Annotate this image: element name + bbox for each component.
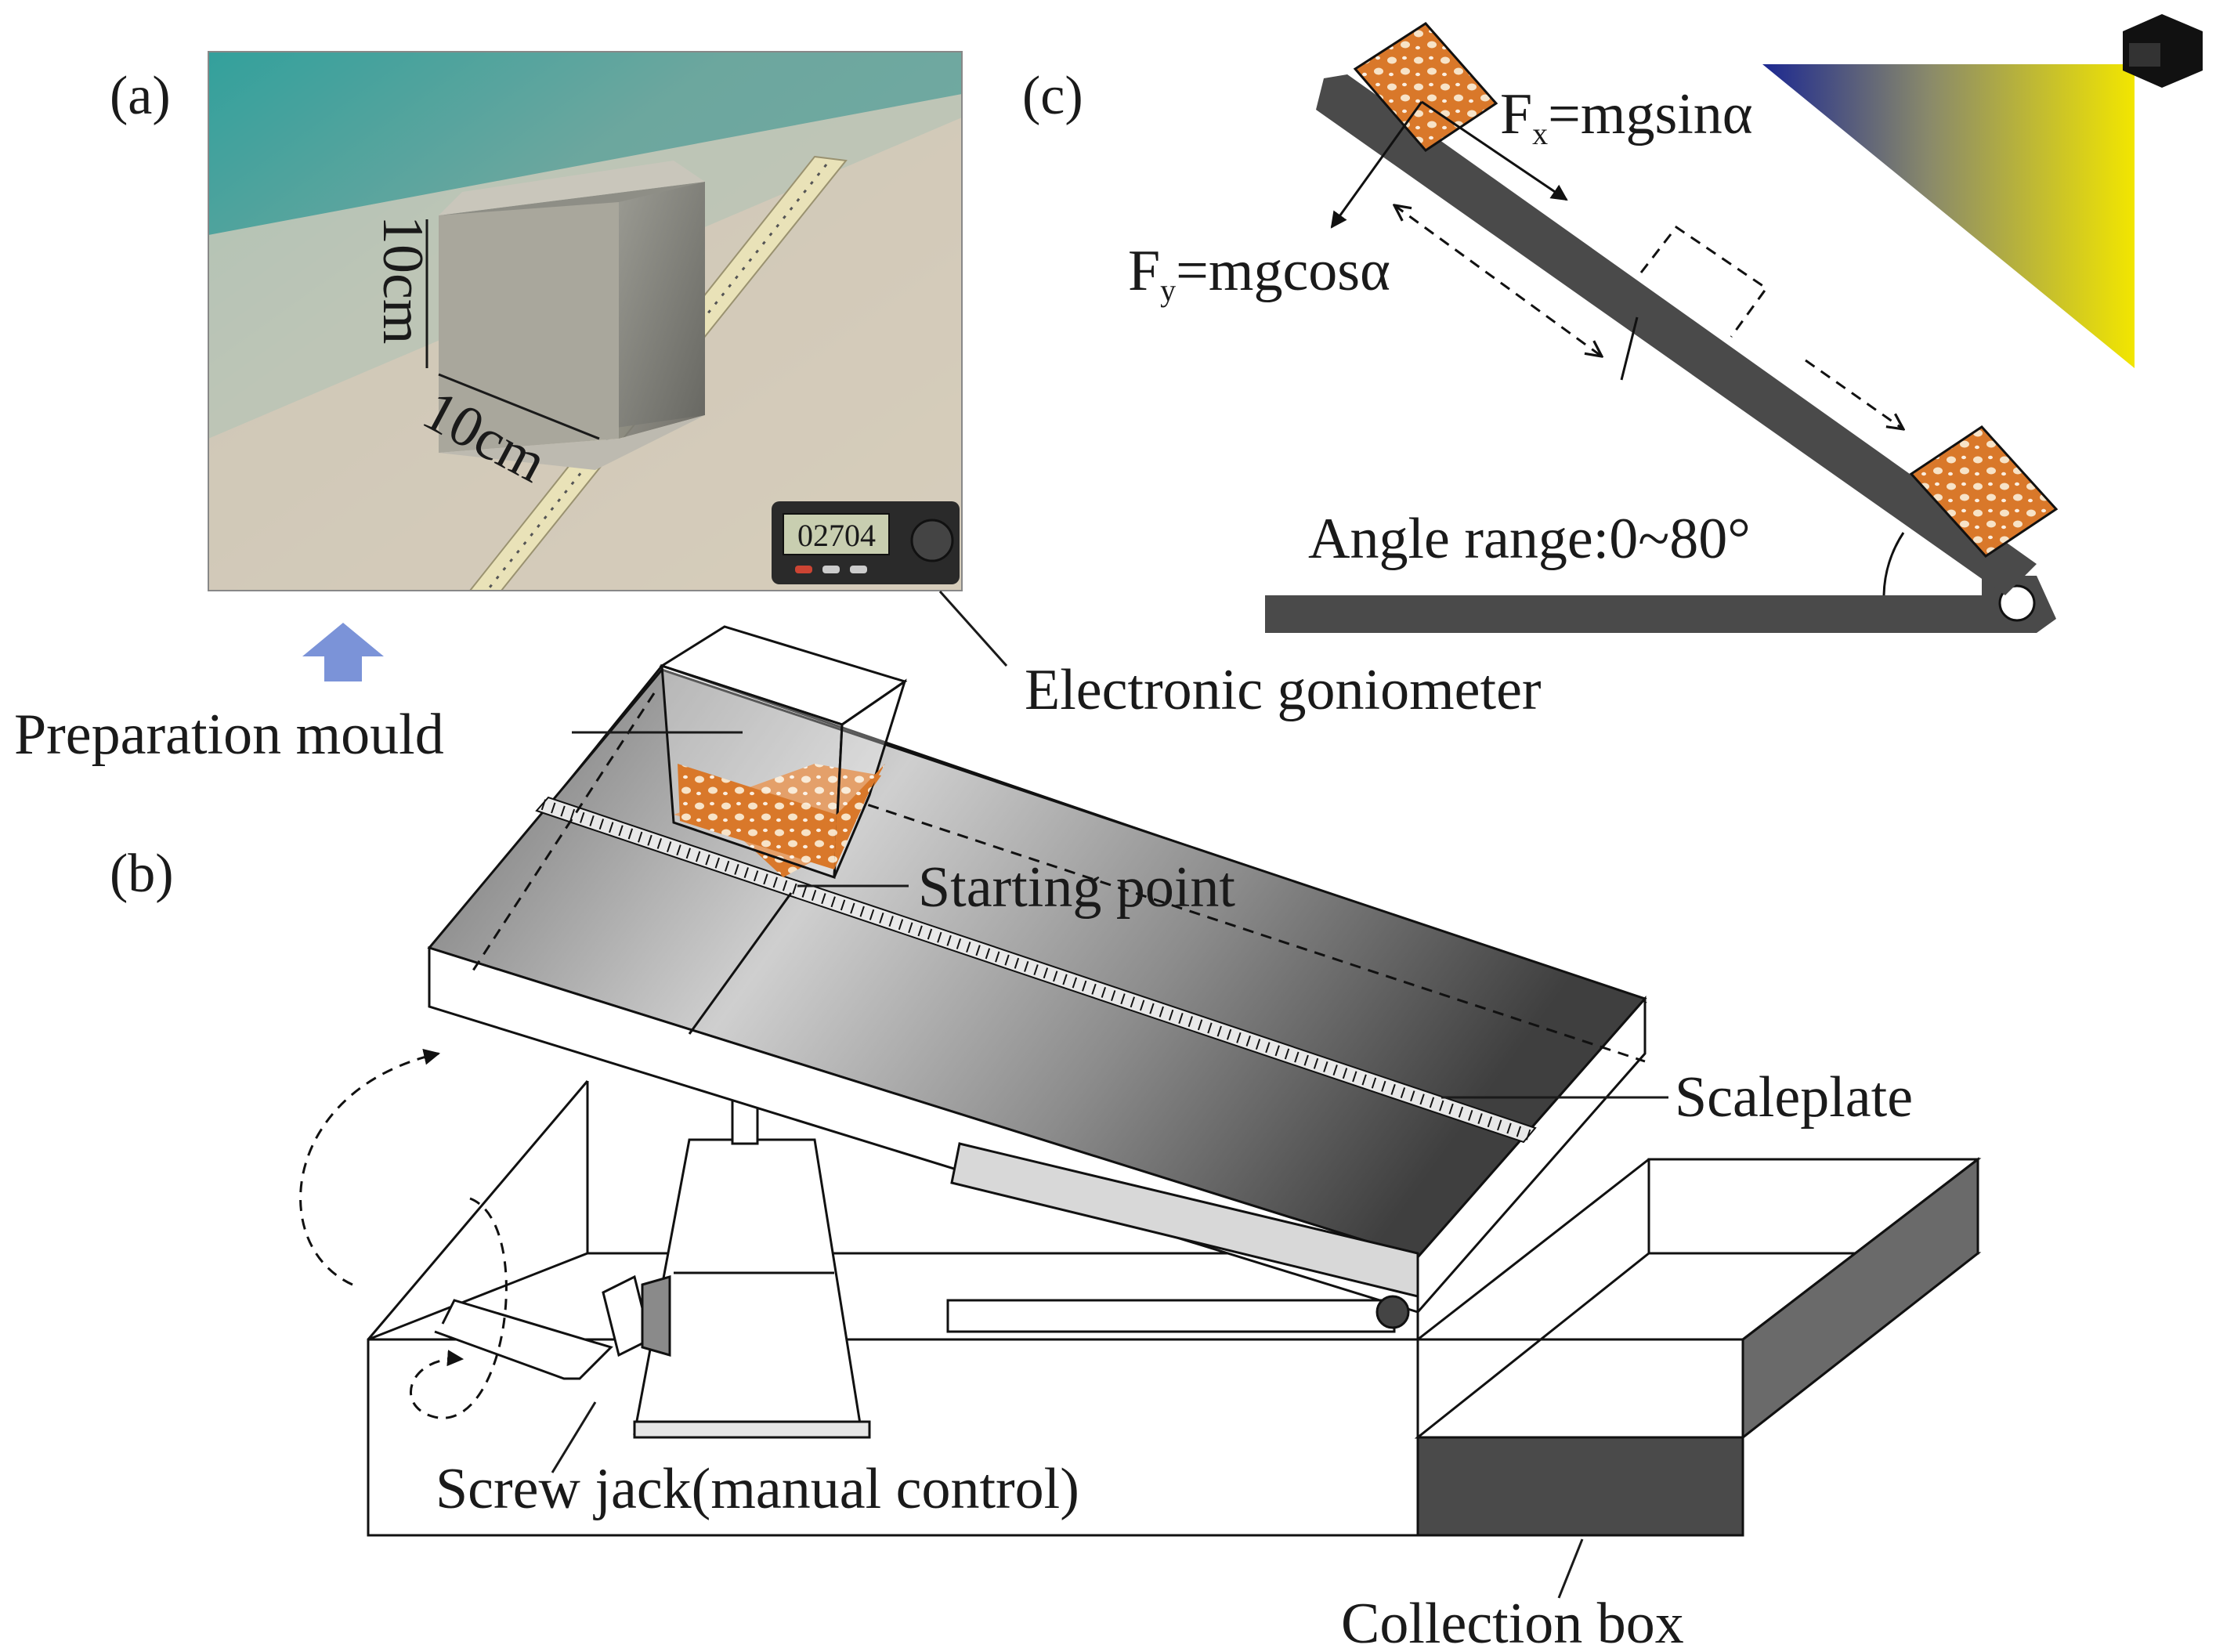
steel-mould-photo (439, 161, 705, 470)
goniometer-leader-line (938, 590, 1008, 667)
panel-a-label: (a) (110, 66, 171, 126)
goniometer-device: 02704 (772, 501, 960, 584)
position-tick (1620, 316, 1639, 381)
fx-label: Fx=mgsinα (1500, 82, 1753, 151)
scale-ruler (535, 796, 1537, 1144)
starting-point-label: Starting point (918, 855, 1235, 920)
scaleplate-label: Scaleplate (1675, 1065, 1913, 1130)
fx-arrow (1421, 100, 1568, 201)
apparatus-drawing (299, 625, 1982, 1537)
screw-jack-label: Screw jack(manual control) (436, 1457, 1079, 1521)
upper-sample-block (1353, 22, 1498, 152)
up-arrow-icon (302, 623, 384, 681)
photo-frame (208, 51, 963, 591)
collection-leader-line (1557, 1538, 1584, 1599)
goniometer-readout: 02704 (797, 518, 876, 553)
height-dimension-label: 10cm (371, 215, 435, 344)
angle-range-label: Angle range:0~80° (1308, 507, 1751, 571)
lower-sample-block (1909, 425, 2059, 558)
base-bar (1265, 595, 1997, 633)
light-beam (1762, 64, 2135, 368)
starting-line (688, 892, 793, 1035)
preparation-mould-label: Preparation mould (14, 703, 444, 767)
mould-guide-dashed-right (814, 786, 1646, 1063)
preparation-mould (659, 625, 908, 880)
travel-dashed-arrow-lower (1805, 359, 1903, 429)
screw-jack-leader-line (551, 1401, 597, 1473)
force-diagram: Fx=mgsinα Fy=mgcosα Angle range:0~80° (1128, 14, 2203, 633)
angle-arc (1882, 532, 1905, 596)
collection-box-label: Collection box (1341, 1592, 1684, 1652)
travel-dashed-arrow-upper (1394, 205, 1602, 356)
width-dimension-line (438, 373, 600, 440)
hinge-pin-icon (1998, 584, 2036, 622)
dashed-position-frame (1639, 225, 1769, 338)
photo-panel: 10cm 10cm 02704 (208, 51, 963, 591)
collection-box (1414, 1156, 1982, 1537)
pivot-wheel-icon (1375, 1295, 1410, 1329)
panel-c-label: (c) (1022, 66, 1083, 126)
tilt-plate (427, 664, 1647, 1333)
rotation-arrow-large (299, 1048, 441, 1286)
fy-label: Fy=mgcosα (1128, 239, 1390, 308)
screw-jack (434, 1099, 871, 1439)
camera-icon (2123, 14, 2203, 88)
fy-arrow (1330, 101, 1423, 229)
electronic-goniometer-label: Electronic goniometer (1025, 658, 1542, 722)
panel-b-label: (b) (110, 844, 174, 904)
rotation-arrow-small (409, 1197, 508, 1419)
